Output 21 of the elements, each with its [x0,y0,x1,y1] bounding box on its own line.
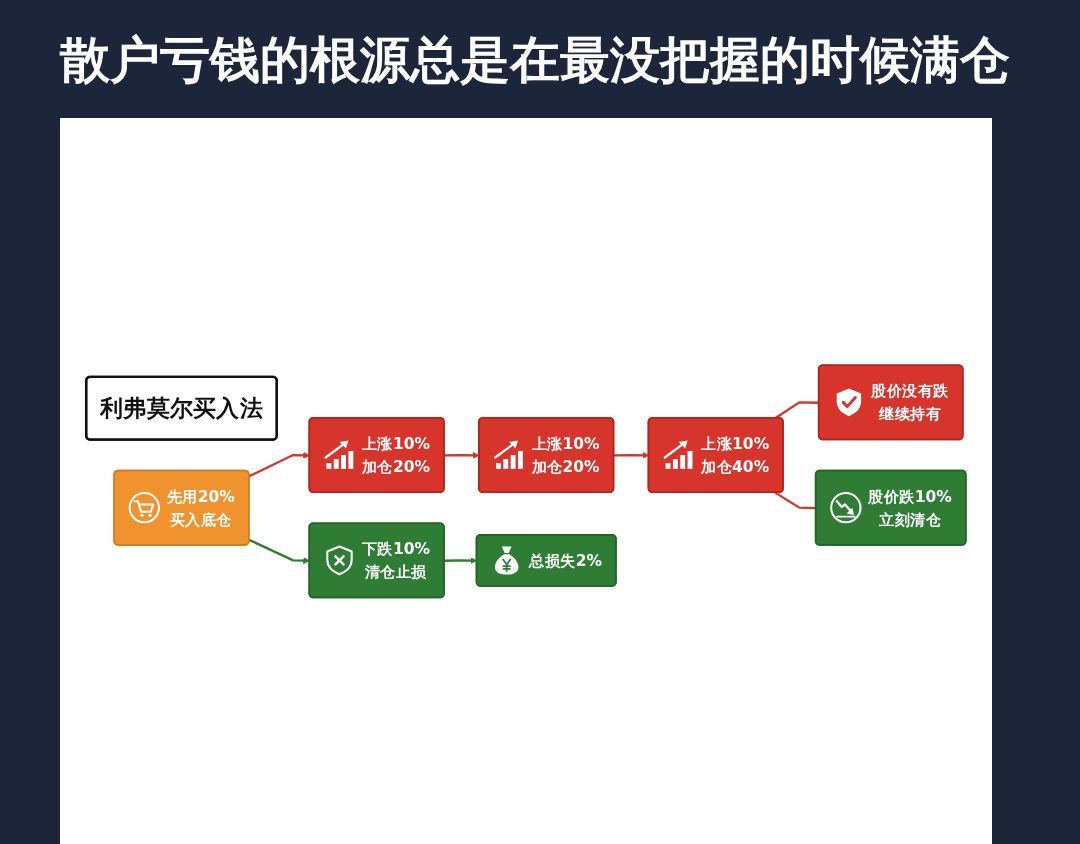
process-box [308,522,445,598]
title: 散户亏钱的根源总是在最没把握的时候满仓 [60,31,1010,89]
step-text: 总损失2% [529,549,602,572]
arrow [248,451,310,477]
step-text: 上涨10% 加仓40% [701,432,770,478]
arrow [248,538,310,564]
process-box [478,416,615,493]
step-text: 上涨10% 加仓20% [361,432,430,478]
step-text: 上涨10% 加仓20% [531,432,600,478]
process-box [814,469,967,546]
process-box [647,416,784,493]
step-text: 股价跌10% 立刻清仓 [868,485,952,531]
step-text: 股价没有跌 继续持有 [871,380,949,425]
process-box [308,416,445,493]
process-box [475,533,617,587]
process-box [113,469,250,546]
step-text: 下跌10% 清仓止损 [361,538,430,583]
process-box [817,364,964,440]
heading-text: 利弗莫尔买入法 [100,393,263,424]
heading-box [85,375,278,441]
step-text: 先用20% 买入底仓 [166,485,235,531]
